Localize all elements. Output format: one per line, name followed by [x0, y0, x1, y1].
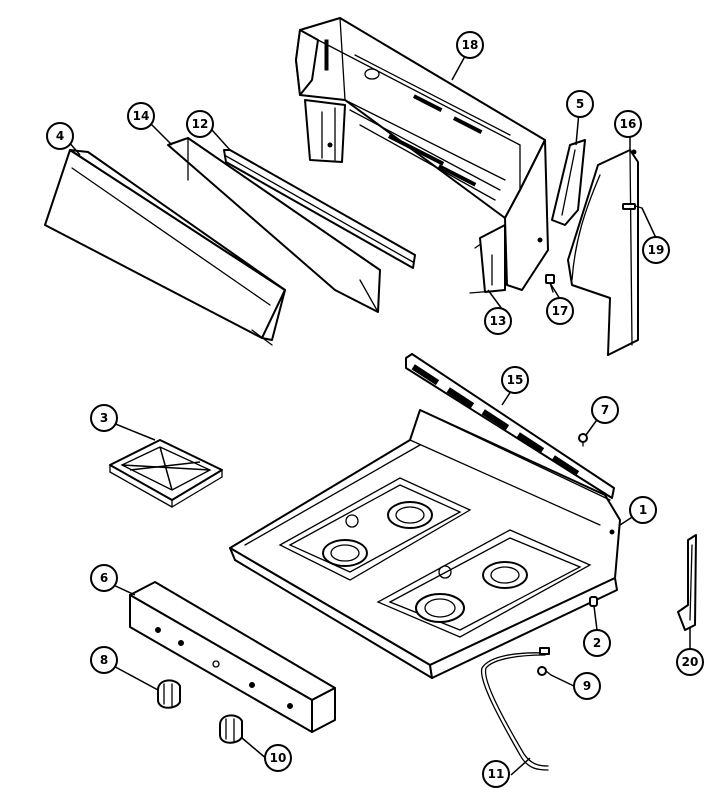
part-burner-grate	[109, 439, 223, 508]
callout-9-label: 9	[583, 679, 591, 693]
callout-2: 2	[583, 629, 611, 657]
callout-4-label: 4	[56, 129, 64, 143]
part-screw-7	[578, 433, 588, 447]
callout-14-label: 14	[133, 109, 150, 123]
callout-3-label: 3	[100, 411, 108, 425]
callout-7-label: 7	[601, 403, 609, 417]
part-manifold-panel	[44, 149, 286, 346]
callout-10-label: 10	[270, 751, 287, 765]
callout-13: 13	[484, 307, 512, 335]
part-screw-9	[537, 666, 552, 676]
callout-10: 10	[264, 744, 292, 772]
callout-6: 6	[90, 564, 118, 592]
part-control-panel	[129, 581, 336, 733]
callout-7: 7	[591, 396, 619, 424]
callout-20-label: 20	[682, 655, 699, 669]
callout-11-label: 11	[488, 767, 505, 781]
callout-17: 17	[546, 297, 574, 325]
callout-16-label: 16	[620, 117, 637, 131]
callout-11: 11	[482, 760, 510, 788]
part-rear-panel	[167, 137, 381, 313]
part-side-trim	[567, 149, 639, 356]
callout-19: 19	[642, 236, 670, 264]
part-knob-8	[157, 679, 181, 709]
screw-19	[622, 203, 643, 210]
callout-15-label: 15	[507, 373, 524, 387]
callout-19-label: 19	[648, 243, 665, 257]
callout-1: 1	[629, 496, 657, 524]
callout-18: 18	[456, 31, 484, 59]
callout-15: 15	[501, 366, 529, 394]
callout-5: 5	[566, 90, 594, 118]
callout-6-label: 6	[100, 571, 108, 585]
part-clip-2	[589, 596, 598, 607]
part-cooktop	[229, 409, 621, 679]
part-knob-10	[219, 714, 243, 744]
part-backguard-frame	[295, 17, 549, 294]
part-side-clip	[677, 534, 697, 631]
callout-18-label: 18	[462, 38, 479, 52]
callout-9: 9	[573, 672, 601, 700]
callout-3: 3	[90, 404, 118, 432]
callout-2-label: 2	[593, 636, 601, 650]
callout-4: 4	[46, 122, 74, 150]
callout-12: 12	[186, 110, 214, 138]
callout-16: 16	[614, 110, 642, 138]
part-vent-trim	[405, 353, 615, 499]
callout-17-label: 17	[552, 304, 569, 318]
callout-1-label: 1	[639, 503, 647, 517]
callout-8-label: 8	[100, 653, 108, 667]
callout-5-label: 5	[576, 97, 584, 111]
callout-8: 8	[90, 646, 118, 674]
callout-20: 20	[676, 648, 704, 676]
part-end-bracket	[551, 139, 586, 226]
callout-14: 14	[127, 102, 155, 130]
callout-13-label: 13	[490, 314, 507, 328]
callout-12-label: 12	[192, 117, 209, 131]
part-ground-wire	[480, 647, 550, 771]
